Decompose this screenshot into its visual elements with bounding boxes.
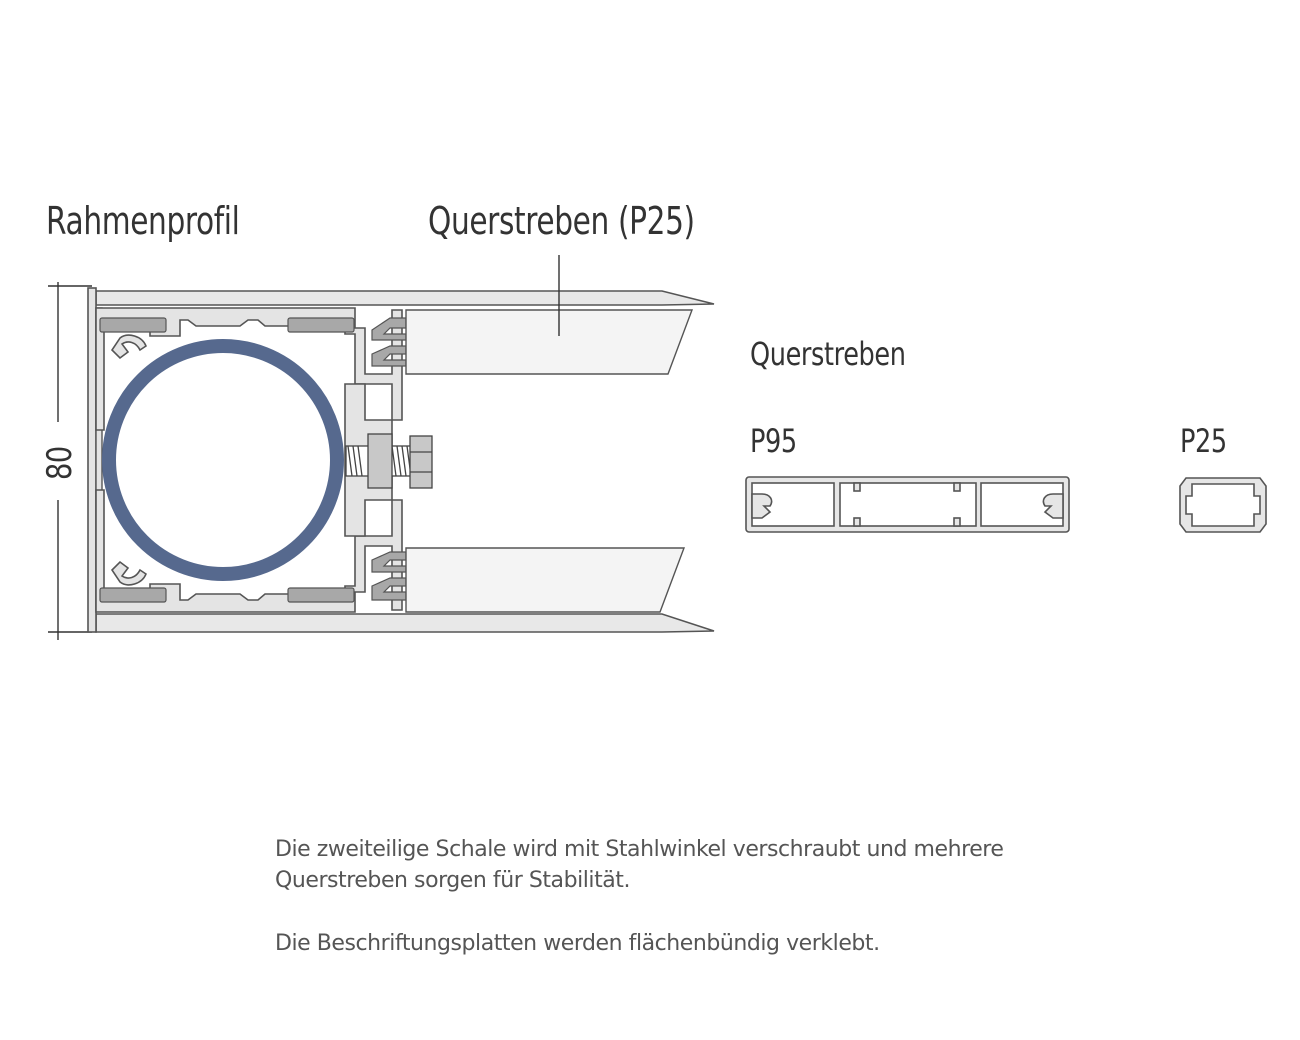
description-line-1: Die zweiteilige Schale wird mit Stahlwin…	[275, 837, 1004, 862]
description-line-2: Querstreben sorgen für Stabilität.	[275, 868, 631, 893]
crossbar-panel-lower	[405, 547, 686, 613]
profile-p25-section	[1179, 477, 1267, 533]
label-frame-profile: Rahmenprofil	[46, 199, 240, 243]
insert-strips	[99, 317, 355, 603]
description-paragraph-2: Die Beschriftungsplatten werden flächenb…	[275, 931, 880, 956]
crossbar-panel-upper	[405, 309, 694, 375]
round-tube	[102, 339, 344, 581]
bolt-assembly	[345, 433, 433, 489]
label-dimension-80: 80	[40, 446, 80, 480]
label-crossbars: Querstreben	[750, 335, 906, 373]
label-p95: P95	[750, 422, 797, 460]
crossbar-clips	[371, 317, 407, 601]
label-crossbar-p25: Querstreben (P25)	[428, 199, 695, 243]
frame-cover-bottom	[95, 613, 715, 633]
profile-p95-section	[745, 476, 1070, 533]
label-p25: P25	[1180, 422, 1227, 460]
frame-cover-top	[95, 290, 715, 306]
dimension-line-80	[48, 282, 92, 640]
